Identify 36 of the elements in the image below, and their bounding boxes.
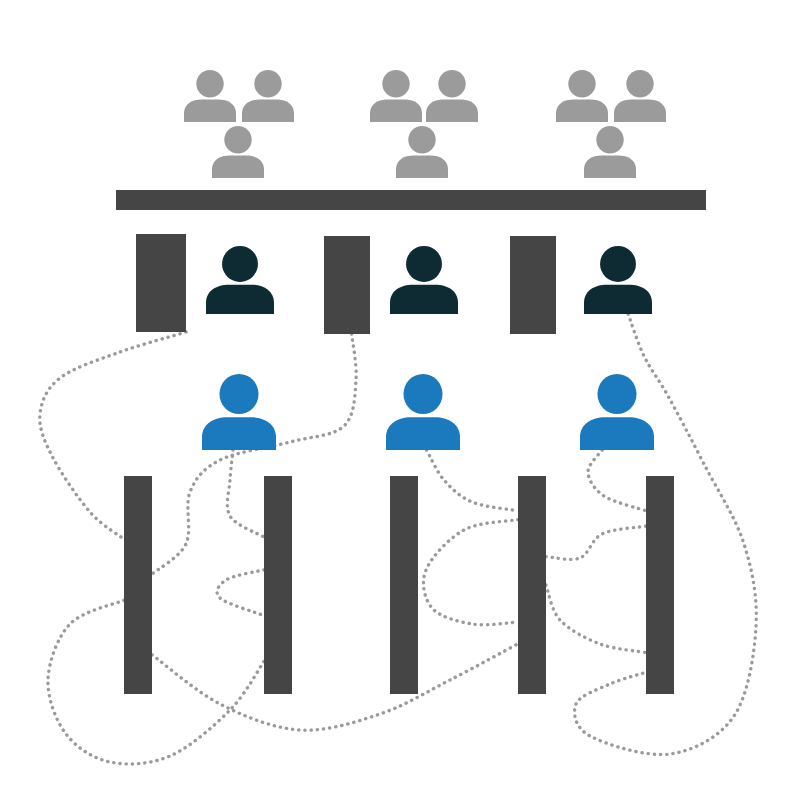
horizontal-bar (116, 190, 706, 210)
bar (510, 236, 556, 334)
dotted-connector (586, 448, 648, 513)
dotted-connector (46, 598, 266, 766)
person-icon (370, 70, 422, 122)
dotted-connector (215, 568, 266, 618)
person-icon (584, 246, 652, 314)
bar (136, 234, 186, 332)
person-icon (212, 126, 264, 178)
person-icon (202, 374, 276, 450)
person-icon (584, 126, 636, 178)
person-icon (426, 70, 478, 122)
vertical-bar (646, 476, 674, 694)
dotted-connector (424, 448, 520, 513)
dotted-connector (544, 524, 648, 562)
dotted-connector (150, 642, 520, 732)
person-icon (580, 374, 654, 450)
dotted-connector (544, 583, 648, 655)
dotted-connector (421, 517, 520, 627)
person-icon (242, 70, 294, 122)
dotted-connector (150, 332, 358, 576)
person-icon (390, 246, 458, 314)
vertical-bar (124, 476, 152, 694)
dotted-connector (572, 312, 758, 757)
person-icon (206, 246, 274, 314)
vertical-bar (264, 476, 292, 694)
dotted-connector (225, 448, 266, 539)
dotted-connector (38, 330, 188, 541)
vertical-bar (390, 476, 418, 694)
person-icon (614, 70, 666, 122)
bar (324, 236, 370, 334)
person-icon (396, 126, 448, 178)
person-icon (386, 374, 460, 450)
vertical-bar (518, 476, 546, 694)
person-icon (184, 70, 236, 122)
person-icon (556, 70, 608, 122)
